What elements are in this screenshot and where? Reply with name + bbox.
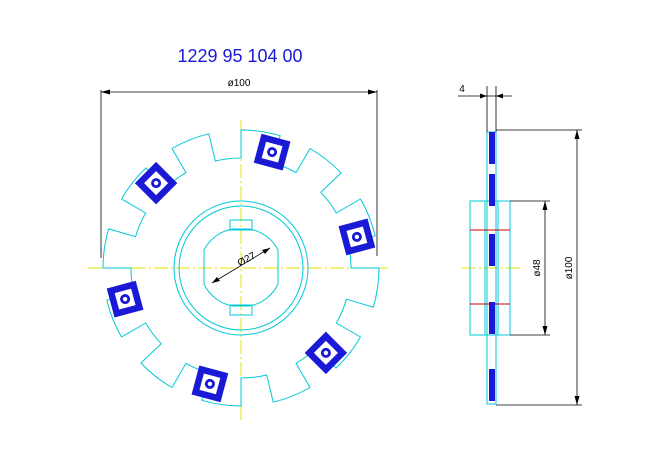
front-outer-diameter-label: ø100 — [228, 78, 251, 89]
side-outer-arrow-top — [574, 130, 580, 139]
bore-arrow-start — [212, 277, 220, 283]
hub-diameter-label: ø48 — [532, 259, 543, 277]
friction-pad — [134, 161, 178, 205]
part-number-title: 1229 95 104 00 — [177, 46, 302, 66]
hub-inner-circle — [178, 205, 304, 331]
friction-pad — [338, 218, 376, 256]
friction-pad — [253, 133, 291, 171]
side-view: 4 ø48 ø100 — [458, 84, 582, 406]
side-outer-diameter-label: ø100 — [564, 256, 575, 279]
friction-pad — [106, 280, 144, 318]
friction-pad — [304, 331, 348, 375]
keyway-top — [229, 219, 253, 231]
thickness-arrow-left — [480, 93, 487, 99]
bore-arrow-end — [262, 248, 270, 254]
side-outer-arrow-bottom — [574, 396, 580, 405]
front-pads — [106, 133, 376, 403]
thickness-arrow-right — [496, 93, 503, 99]
side-pad — [489, 174, 495, 206]
side-pad — [489, 369, 495, 401]
bore-diameter-label: Ø27 — [236, 250, 258, 269]
bore-profile — [203, 228, 279, 307]
outer-dim-arrow-left — [101, 89, 110, 95]
outer-dim-arrow-right — [368, 89, 377, 95]
side-pad — [489, 302, 495, 334]
side-pads — [489, 132, 495, 401]
bore-dimension-line — [211, 247, 271, 284]
side-pad — [489, 234, 495, 266]
friction-pad — [191, 365, 229, 403]
hub-dim-arrow-top — [542, 201, 548, 210]
side-pad — [489, 132, 495, 164]
hub-dim-arrow-bottom — [542, 326, 548, 335]
front-outer-profile — [102, 129, 380, 407]
thickness-label: 4 — [459, 84, 465, 95]
keyway-bottom — [229, 304, 253, 316]
hub-outer-circle — [173, 200, 309, 336]
front-view: Ø27 ø100 — [88, 78, 390, 420]
